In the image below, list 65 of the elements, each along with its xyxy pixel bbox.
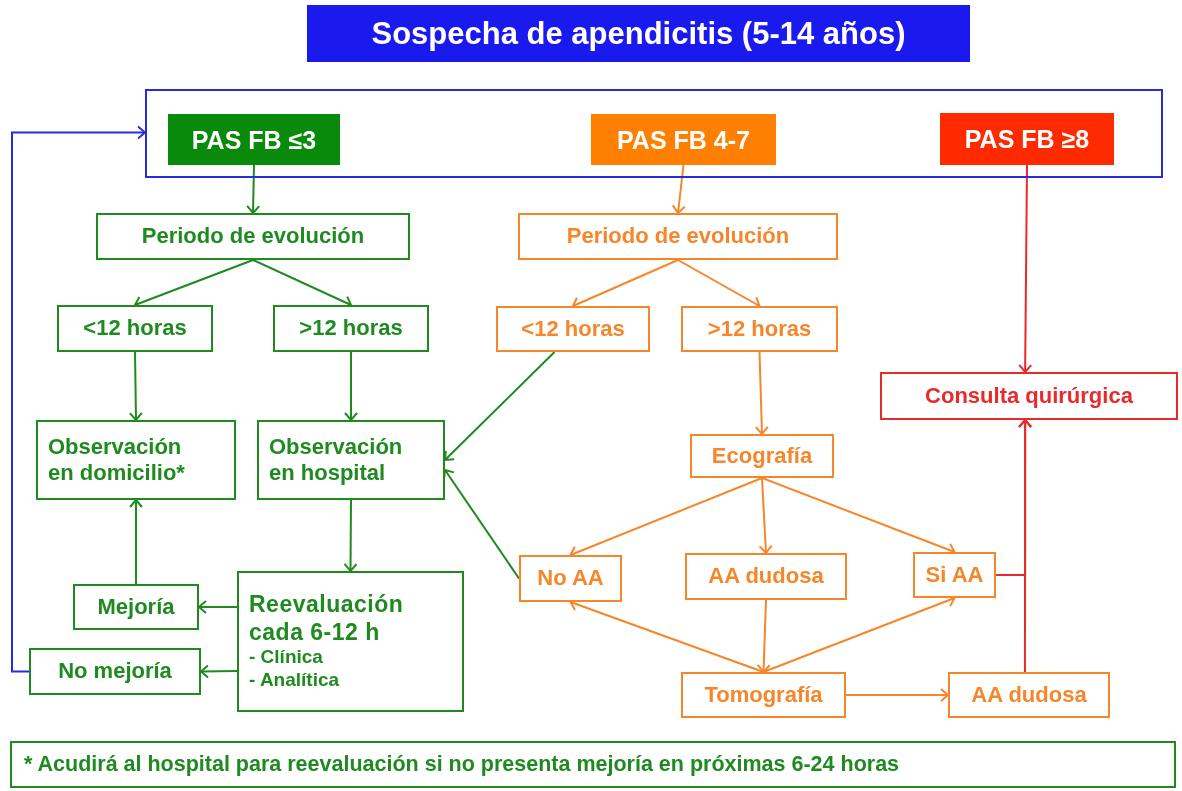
process-box — [36, 420, 236, 500]
process-box — [73, 584, 199, 630]
score-box — [940, 113, 1114, 165]
node-label: Observación en hospital — [269, 433, 404, 487]
list-item: - Clínica — [249, 646, 323, 670]
process-box — [273, 305, 429, 352]
footnote-box — [10, 741, 1176, 788]
node-label: Ecografía — [711, 442, 813, 470]
node-label: AA dudosa — [708, 563, 824, 590]
node-label: Periodo de evolución — [566, 223, 790, 250]
score-box — [168, 114, 340, 165]
arrow — [677, 259, 761, 309]
arrow — [343, 499, 358, 572]
arrow — [756, 599, 771, 673]
score-box — [591, 114, 776, 165]
arrow — [128, 351, 143, 421]
process-box — [29, 648, 201, 695]
arrow — [671, 164, 686, 214]
arrow — [200, 664, 238, 679]
node-label: PAS FB ≥8 — [964, 124, 1090, 154]
arrow — [198, 600, 238, 614]
process-box — [681, 672, 846, 718]
footnote-text: * Acudirá al hospital para reevaluación si no presenta mejoría en próximas 6-24 horas — [24, 751, 900, 778]
title-banner: Sospecha de apendicitis (5-14 años) — [307, 5, 970, 62]
arrow — [344, 351, 358, 421]
process-box — [96, 213, 410, 260]
process-box — [237, 571, 464, 712]
arrow — [444, 351, 556, 461]
node-label: Mejoría — [97, 593, 175, 621]
process-box — [57, 305, 213, 352]
arrow — [758, 477, 773, 554]
process-box — [948, 672, 1110, 718]
node-label: <12 horas — [83, 315, 187, 342]
node-label: Tomografía — [704, 681, 823, 709]
arrow — [1018, 419, 1033, 673]
node-label: Consulta quirúrgica — [925, 382, 1133, 410]
arrow — [11, 125, 146, 673]
arrow — [1018, 164, 1033, 373]
node-label: AA dudosa — [971, 681, 1087, 709]
node-label: Reevaluación cada 6-12 h — [249, 591, 405, 647]
arrow — [754, 351, 769, 435]
arrow — [845, 688, 949, 702]
process-box — [685, 553, 847, 600]
node-label: Periodo de evolución — [141, 223, 365, 250]
arrow — [129, 499, 143, 585]
node-label: No mejoría — [58, 658, 172, 685]
process-box — [880, 372, 1178, 420]
process-box — [681, 306, 838, 352]
node-label: Observación en domicilio* — [48, 433, 186, 487]
node-label: No AA — [537, 565, 604, 592]
arrow — [246, 164, 261, 214]
process-box — [519, 555, 622, 602]
node-label: PAS FB ≤3 — [191, 124, 317, 155]
node-label: >12 horas — [707, 315, 812, 343]
process-box — [913, 552, 996, 598]
group-frame — [145, 89, 1163, 178]
node-label: PAS FB 4-7 — [617, 124, 750, 155]
list-item: - Analítica — [249, 669, 340, 692]
node-label: >12 horas — [299, 315, 403, 342]
process-box — [496, 306, 650, 352]
node-label: Si AA — [925, 561, 984, 589]
process-box — [518, 213, 838, 260]
process-box — [257, 420, 445, 500]
process-box — [690, 434, 834, 478]
node-label: <12 horas — [521, 315, 625, 343]
